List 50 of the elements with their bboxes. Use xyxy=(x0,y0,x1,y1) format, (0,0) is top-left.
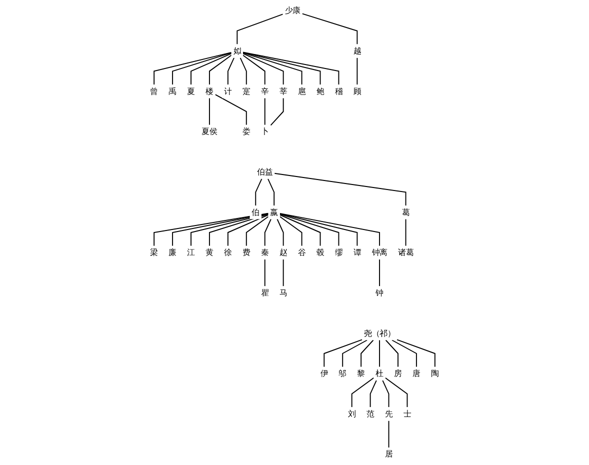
connector xyxy=(270,98,284,126)
connector xyxy=(264,258,266,287)
connector xyxy=(382,380,390,408)
connector xyxy=(208,54,232,86)
connector xyxy=(242,52,302,86)
connector xyxy=(279,216,302,246)
connector xyxy=(384,377,408,408)
connector xyxy=(385,340,398,368)
connector xyxy=(190,53,232,86)
connector xyxy=(279,213,358,246)
connector xyxy=(264,98,266,126)
connector xyxy=(370,380,377,408)
connector xyxy=(268,178,275,206)
connector xyxy=(154,212,269,246)
connector xyxy=(255,178,262,206)
connector xyxy=(172,52,232,86)
connector xyxy=(276,218,284,246)
connector xyxy=(351,377,374,408)
connector xyxy=(302,13,358,45)
connector xyxy=(405,218,406,246)
connector xyxy=(274,172,406,206)
connector xyxy=(388,420,390,448)
connector xyxy=(324,339,363,368)
connector xyxy=(214,94,247,126)
connector xyxy=(172,213,269,246)
connector xyxy=(227,57,235,86)
connector xyxy=(246,216,269,246)
connector xyxy=(208,214,269,246)
connector xyxy=(236,14,284,45)
connector xyxy=(242,52,340,86)
connector xyxy=(208,98,210,126)
connector xyxy=(379,340,380,368)
connector xyxy=(279,214,340,246)
connector xyxy=(227,214,269,246)
connector xyxy=(279,212,380,246)
connector xyxy=(242,54,266,86)
connector xyxy=(282,258,284,287)
connector xyxy=(356,57,358,86)
connector xyxy=(360,340,374,368)
connector xyxy=(154,52,232,86)
connector xyxy=(392,340,417,368)
connector xyxy=(396,339,436,368)
connector xyxy=(264,218,272,246)
connector xyxy=(242,53,284,86)
connector xyxy=(240,57,247,86)
connector xyxy=(279,214,321,246)
connector xyxy=(242,52,321,86)
connector xyxy=(379,258,380,287)
connector xyxy=(342,340,368,368)
connector xyxy=(190,213,269,246)
